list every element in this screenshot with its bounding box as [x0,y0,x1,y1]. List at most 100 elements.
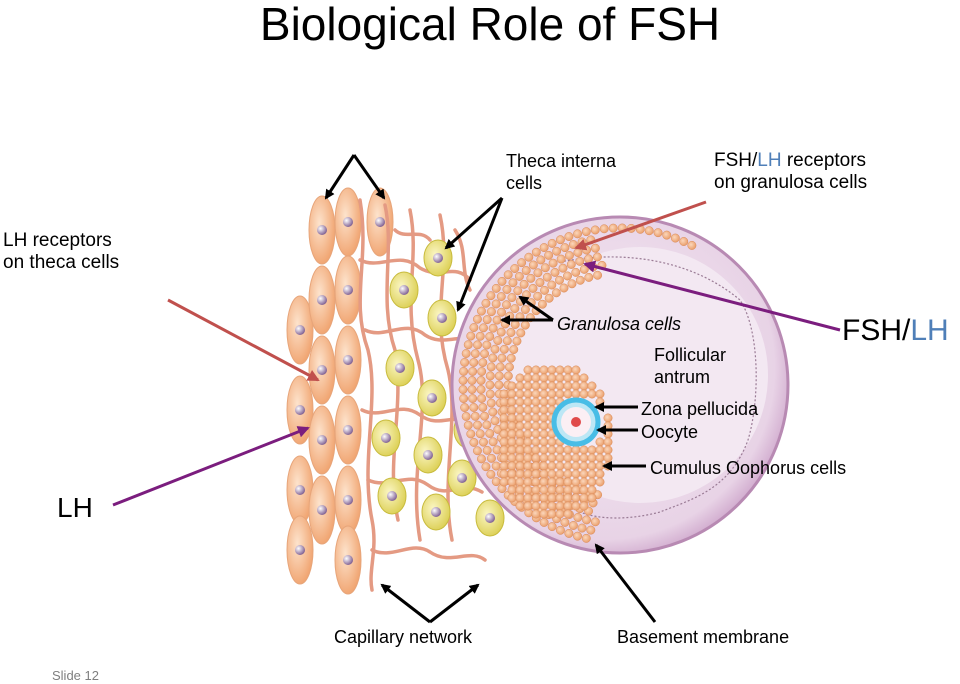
granulosa-cell [520,320,530,330]
granulosa-cell [521,266,531,275]
granulosa-cell [592,252,602,262]
granulosa-cell [539,429,549,439]
granulosa-cell [507,293,517,303]
granulosa-cell [481,298,491,308]
granulosa-cell [468,394,478,403]
granulosa-cell [469,403,479,412]
granulosa-cell [590,517,600,527]
basement-membrane-label: Basement membrane [617,627,790,647]
granulosa-cell [485,371,495,381]
granulosa-cell [487,307,496,317]
lh-receptors-line2: on theca cells [3,252,120,273]
granulosa-cell [571,453,581,463]
granulosa-cell [470,349,480,359]
granulosa-cell [547,522,557,532]
granulosa-cell [644,226,654,236]
granulosa-cell [486,469,496,479]
granulosa-cell [587,453,597,463]
granulosa-cell [555,275,564,285]
granulosa-cell [539,437,549,447]
granulosa-cell [547,397,557,407]
granulosa-cell [539,445,549,455]
granulosa-cell [575,275,585,285]
granulosa-cell [579,485,589,495]
granulosa-cell [523,397,533,407]
granulosa-cell [486,362,496,372]
granulosa-cell [531,445,541,455]
granulosa-cell [564,232,574,241]
granulosa-cell [555,469,565,479]
granulosa-cell [560,243,570,253]
granulosa-cell [503,371,513,381]
theca-interna-cell [389,271,419,309]
granulosa-cell [499,413,509,423]
granulosa-cell [480,411,490,421]
granulosa-cell [539,413,549,423]
granulosa-cells-illustration [458,223,697,543]
granulosa-cell [490,344,500,354]
granulosa-cell [515,389,525,399]
lh-receptor-arrow [167,298,320,382]
granulosa-cell [579,453,589,463]
granulosa-cell [463,340,473,350]
granulosa-cell [587,381,597,391]
granulosa-cell [608,223,618,233]
granulosa-cell [587,477,597,487]
theca-cell [334,255,362,325]
granulosa-cell [515,381,525,391]
granulosa-cell [581,227,591,237]
granulosa-cell [544,250,554,260]
granulosa-cell [477,454,486,464]
granulosa-cell [479,323,488,333]
granulosa-cell [507,493,517,503]
granulosa-cell [595,397,605,407]
granulosa-cell [587,469,597,479]
granulosa-cell [687,240,697,250]
granulosa-cell [573,513,583,522]
granulosa-cell [555,389,565,399]
granulosa-cell [579,373,589,383]
granulosa-cell [502,285,512,294]
theca-interna-line1: Theca interna [506,151,617,171]
granulosa-cell [603,445,613,455]
granulosa-cell [595,453,605,463]
theca-cell [334,525,362,595]
granulosa-cell [547,389,557,399]
granulosa-cell [506,353,516,363]
granulosa-cell [539,389,549,399]
granulosa-cell [523,493,533,503]
granulosa-cell [509,345,519,354]
granulosa-cell [476,385,486,394]
granulosa-cell [499,477,509,487]
granulosa-cell [482,445,492,455]
granulosa-cell [579,461,589,471]
capillary-network-label: Capillary network [334,627,473,647]
granulosa-cell [507,397,517,407]
granulosa-cell [506,328,516,337]
granulosa-cell [476,376,486,385]
granulosa-cell [603,437,613,447]
granulosa-cell [573,248,583,257]
granulosa-cell [503,270,513,280]
granulosa-cell [533,291,543,301]
granulosa-cell [531,381,541,391]
granulosa-cell [551,288,561,298]
granulosa-cell [523,501,533,511]
granulosa-cell [460,403,470,412]
granulosa-cell [502,336,512,346]
granulosa-cell [531,493,541,503]
granulosa-cell [547,437,557,447]
granulosa-cell [555,381,565,391]
granulosa-cell [571,477,581,487]
theca-interna-cell [413,436,443,474]
granulosa-cell [539,381,549,391]
granulosa-cell [480,349,490,359]
fsh-lh-receptor-arrow [574,200,707,251]
granulosa-cell [581,533,591,543]
granulosa-cell [560,517,570,527]
granulosa-cell [475,331,485,341]
granulosa-cell [563,485,573,495]
granulosa-cell [531,509,541,519]
theca-interna-cell [427,299,457,337]
granulosa-cell [563,509,573,519]
